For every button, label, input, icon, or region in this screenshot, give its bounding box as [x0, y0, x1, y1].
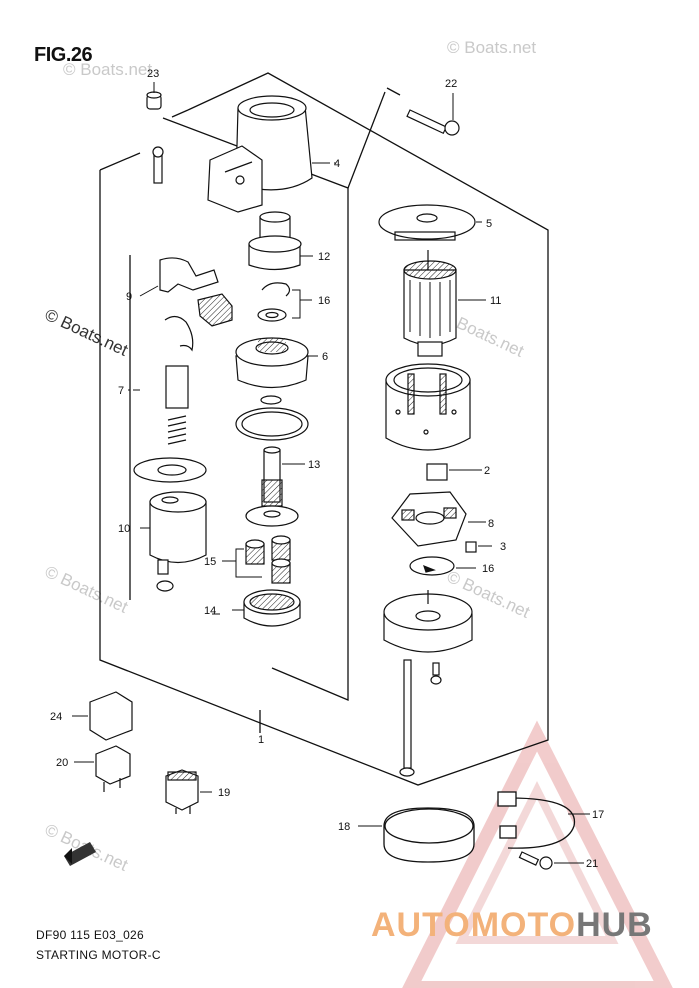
callout-16b: 16 — [482, 563, 494, 575]
part-10-solenoid — [140, 491, 207, 592]
part-14-ring-gear — [232, 589, 301, 627]
brand-part2: HUB — [576, 906, 653, 944]
callout-17: 17 — [592, 809, 604, 821]
part-16-clip — [257, 282, 312, 322]
part-11-armature — [403, 250, 486, 357]
callout-1: 1 — [258, 734, 264, 746]
callout-21: 21 — [586, 858, 598, 870]
brand-triangle-logo — [402, 720, 673, 988]
end-cover — [383, 590, 473, 653]
part-9-lever — [139, 257, 233, 327]
part-2-brush — [426, 463, 482, 481]
brand-watermark: AUTOMOTOHUB — [371, 906, 653, 945]
part-16-washer — [409, 556, 476, 576]
callout-18: 18 — [338, 821, 350, 833]
through-bolt — [399, 659, 442, 777]
callout-3: 3 — [500, 541, 506, 553]
watermark: © Boats.net — [63, 60, 153, 79]
callout-5: 5 — [486, 218, 492, 230]
callout-6: 6 — [322, 351, 328, 363]
callout-13: 13 — [308, 459, 320, 471]
part-3-nut — [465, 541, 492, 553]
part-24-cover — [72, 691, 133, 741]
part-4-housing — [207, 95, 330, 213]
fwd-arrow-icon — [64, 842, 96, 866]
part-20-relay — [74, 745, 131, 792]
callout-20: 20 — [56, 757, 68, 769]
callout-14: 14 — [204, 605, 216, 617]
part-19-relay — [165, 769, 212, 814]
part-22-bolt — [406, 93, 460, 136]
callout-9: 9 — [126, 291, 132, 303]
callout-12: 12 — [318, 251, 330, 263]
motor-yoke — [385, 363, 471, 451]
callout-24: 24 — [50, 711, 62, 723]
part-7-spring — [128, 315, 207, 483]
gasket-ring — [235, 395, 309, 441]
callout-7: 7 — [118, 385, 124, 397]
figure-subtitle: STARTING MOTOR-C — [36, 948, 161, 962]
callout-19: 19 — [218, 787, 230, 799]
part-15-gears — [222, 535, 291, 584]
part-6-bracket — [235, 337, 318, 389]
callout-23: 23 — [147, 68, 159, 80]
brand-part1: AUTOMOTO — [371, 906, 577, 944]
callout-16: 16 — [318, 295, 330, 307]
callout-15: 15 — [204, 556, 216, 568]
model-code: DF90 115 E03_026 — [36, 928, 144, 942]
assembly-frame — [99, 72, 549, 786]
part-21-bolt — [518, 851, 584, 870]
part-17-clamp — [497, 791, 590, 849]
leader-lines — [133, 162, 336, 615]
part-8-brush-holder — [391, 491, 486, 547]
watermark: © Boats.net — [447, 38, 537, 57]
part-18-band — [358, 807, 475, 863]
callout-10: 10 — [118, 523, 130, 535]
part-23-cap — [146, 82, 162, 110]
part-12-pinion — [248, 211, 313, 271]
callout-8: 8 — [488, 518, 494, 530]
callout-4: 4 — [334, 158, 340, 170]
callout-22: 22 — [445, 78, 457, 90]
callout-2: 2 — [484, 465, 490, 477]
callouts: 1 2 3 4 5 6 7 8 9 10 11 12 13 14 15 16 1… — [50, 68, 604, 870]
housing-screw — [152, 146, 164, 184]
part-5-plate — [378, 204, 482, 241]
figure-title: FIG.26 — [34, 44, 93, 66]
callout-11: 11 — [490, 295, 501, 307]
part-13-shaft — [245, 446, 305, 527]
